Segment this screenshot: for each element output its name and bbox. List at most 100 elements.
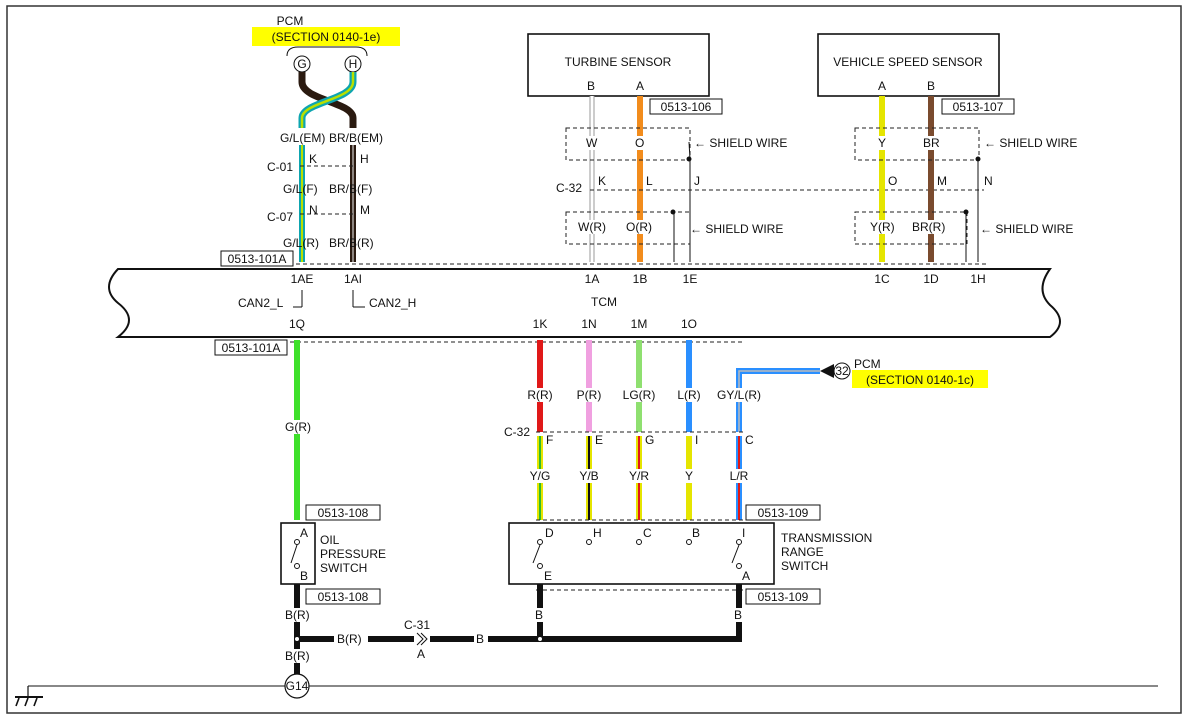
can2-h-label: CAN2_H <box>369 296 416 310</box>
wire-brb-r: BR/B(R) <box>329 236 374 250</box>
trs-pin-i: I <box>742 526 745 540</box>
turbine-pin-a: A <box>636 79 644 93</box>
turbine-pin-b: B <box>587 79 595 93</box>
trs-pin-e: E <box>544 569 552 583</box>
trs-wire-b-left: B <box>535 608 543 622</box>
oil-pressure-switch-box <box>280 522 316 585</box>
wire-g-r-label: G(R) <box>285 420 311 434</box>
turbine-wire-o-label: O <box>635 136 644 150</box>
vehicle-speed-sensor: VEHICLE SPEED SENSOR <box>817 33 1000 97</box>
pcm-top-block: PCM (SECTION 0140-1e) G H <box>252 14 400 73</box>
trs-pins: D H C B I <box>545 526 745 540</box>
vss-pin-a: A <box>878 79 886 93</box>
vss-wire-brr-label: BR(R) <box>912 220 945 234</box>
vss-title: VEHICLE SPEED SENSOR <box>833 55 983 69</box>
oil-switch-title-3: SWITCH <box>320 561 367 575</box>
tcm-pin-1n: 1N <box>581 317 596 331</box>
pcm-top-section-link[interactable]: (SECTION 0140-1e) <box>272 30 381 44</box>
vss-shield-upper <box>854 127 980 161</box>
wire-brb-em: BR/B(EM) <box>329 131 383 145</box>
pcm-right-section-highlight <box>852 370 988 388</box>
trs-box <box>508 522 775 585</box>
tcm-pin-1b: 1B <box>633 272 648 286</box>
trs-pin-a: A <box>742 569 750 583</box>
tcm-pin-1e: 1E <box>683 272 698 286</box>
pcm-top-title: PCM <box>277 14 304 28</box>
tcm-bottom-pins: 1Q 1K 1N 1M 1O <box>289 317 697 331</box>
wire-gyl-r: GY/L(R) <box>717 388 761 402</box>
turbine-sensor-title: TURBINE SENSOR <box>565 55 672 69</box>
ground-g14-label: G14 <box>286 679 309 693</box>
ground-wire-br-horizontal: B(R) <box>337 632 362 646</box>
pcm-right-arrow <box>820 364 834 378</box>
wire-y: Y <box>685 469 693 483</box>
wire-r-r: R(R) <box>527 388 552 402</box>
trs-contact-left <box>532 544 541 564</box>
oil-switch-pin-a: A <box>300 526 308 540</box>
turbine-sensor-box <box>527 33 710 97</box>
tcm-pin-1ai: 1AI <box>344 272 362 286</box>
oil-switch-title-1: OIL <box>320 533 340 547</box>
turbine-wire-or-label: O(R) <box>626 220 652 234</box>
c01-pin-k: K <box>309 152 317 166</box>
can-wire-runs <box>299 145 356 262</box>
connector-c32-lower-label: C-32 <box>504 425 530 439</box>
tcm-top-pins: 1AE 1AI 1A 1B 1E 1C 1D 1H <box>291 272 986 286</box>
twisted-pair <box>298 72 357 128</box>
trs-title-3: SWITCH <box>781 559 828 573</box>
turbine-wire-wr-label: W(R) <box>578 220 606 234</box>
c07-pin-n: N <box>309 203 318 217</box>
oil-switch-pin-b: B <box>300 569 308 583</box>
tcm-pin-1a: 1A <box>585 272 600 286</box>
pcm-right-title: PCM <box>854 357 881 371</box>
turbine-shield-upper-label: ← SHIELD WIRE <box>694 136 787 150</box>
tcm-title: TCM <box>591 295 617 309</box>
connector-c01-label: C-01 <box>267 160 293 174</box>
c32-pin-m: M <box>937 174 947 188</box>
c01-pin-h: H <box>360 152 369 166</box>
trs-pin-b: B <box>692 526 700 540</box>
connector-0513-107-tag <box>941 98 1015 115</box>
pcm-right-pin-circle <box>833 362 851 380</box>
c32-pin-o: O <box>888 174 897 188</box>
connector-0513-101a-bottom-tag <box>214 339 288 356</box>
range-upper-labels: R(R) P(R) LG(R) L(R) GY/L(R) <box>524 388 764 402</box>
tcm-pin-1c: 1C <box>874 272 890 286</box>
turbine-sensor: TURBINE SENSOR <box>527 33 710 97</box>
connector-0513-108-bottom-tag <box>305 588 381 605</box>
wire-brb-f: BR/B(F) <box>329 182 372 196</box>
ground-wire-br-upper: B(R) <box>285 608 310 622</box>
wire-y-r: Y/R <box>629 469 649 483</box>
connector-0513-109-bottom: 0513-109 <box>758 590 809 604</box>
c32-pin-g: G <box>645 433 654 447</box>
ground-wire-b: B <box>476 632 484 646</box>
connector-0513-109-top: 0513-109 <box>758 506 809 520</box>
tcm-pin-1h: 1H <box>970 272 985 286</box>
c32-lower-pins: F E G I C <box>546 433 754 447</box>
connector-0513-101a-bottom: 0513-101A <box>222 341 281 355</box>
c32-pin-f: F <box>546 433 553 447</box>
turbine-shield-lower-label: ← SHIELD WIRE <box>690 222 783 236</box>
connector-0513-109-bottom-tag <box>745 588 821 605</box>
connector-0513-108-top: 0513-108 <box>318 506 369 520</box>
pcm-right-pin: 32 <box>835 364 849 378</box>
c07-pin-m: M <box>360 203 370 217</box>
trs-pin-h: H <box>593 526 602 540</box>
connector-0513-108-top-tag <box>305 504 381 521</box>
c32-pin-n: N <box>984 174 993 188</box>
vss-shield-upper-label: ← SHIELD WIRE <box>984 136 1077 150</box>
connector-0513-108-bottom: 0513-108 <box>318 590 369 604</box>
connector-c07-label: C-07 <box>267 210 293 224</box>
connector-0513-101a-top-tag <box>220 250 294 267</box>
c32-pin-k: K <box>598 174 606 188</box>
diagram-frame <box>6 5 1182 714</box>
connector-0513-106: 0513-106 <box>661 100 712 114</box>
pcm-right-section-link[interactable]: (SECTION 0140-1c) <box>866 373 974 387</box>
vss-wire-br-label: BR <box>923 136 940 150</box>
pcm-pin-g: G <box>297 57 306 71</box>
ground-wire-br-lower: B(R) <box>285 649 310 663</box>
tcm-pin-1ae: 1AE <box>291 272 314 286</box>
c32-pin-l: L <box>646 174 653 188</box>
trs-title-1: TRANSMISSION <box>781 531 872 545</box>
